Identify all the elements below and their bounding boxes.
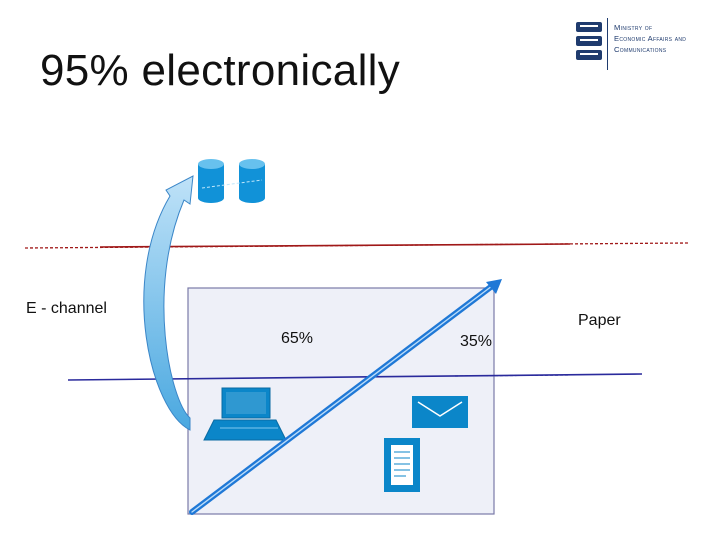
ministry-name-line-2: Economic Affairs and: [614, 34, 687, 43]
e-channel-label: E - channel: [26, 300, 107, 317]
document-icon: [384, 438, 420, 492]
slide-title: 95% electronically: [40, 46, 401, 95]
paper-percentage: 35%: [460, 333, 493, 350]
ministry-name-line-3: Communications: [614, 45, 667, 54]
paper-label: Paper: [578, 312, 621, 329]
ministry-name: Ministry of Economic Affairs and Communi…: [614, 22, 686, 55]
coat-of-arms-icon: [576, 18, 608, 70]
electronic-percentage: 65%: [281, 330, 314, 347]
envelope-icon: [412, 396, 468, 428]
ministry-logo: Ministry of Economic Affairs and Communi…: [574, 18, 704, 70]
diagonal-arrow-icon: [189, 279, 502, 515]
red-channel-line: [24, 242, 689, 249]
ministry-name-line-1: Ministry of: [614, 23, 653, 32]
database-icon: [198, 159, 265, 203]
laptop-icon: [203, 387, 287, 441]
curved-arrow-icon: [143, 175, 194, 431]
